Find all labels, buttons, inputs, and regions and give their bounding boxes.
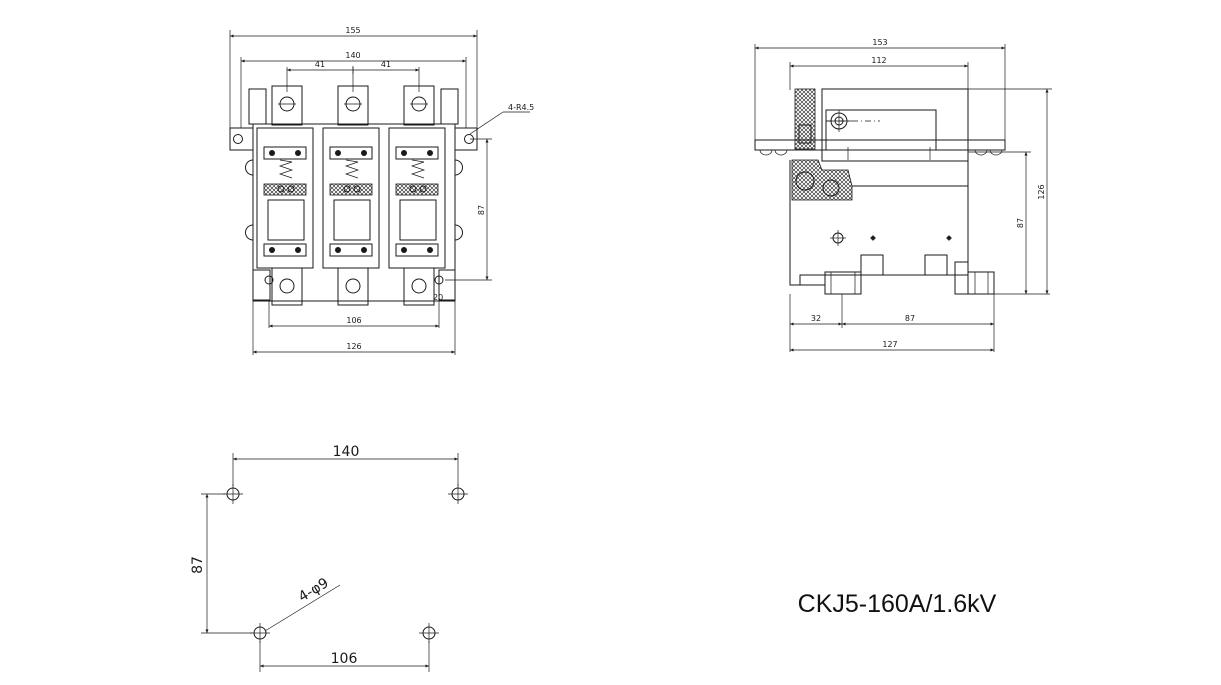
mount-hole-top-left (223, 484, 243, 504)
dim-mount-height-side: 87 (1016, 218, 1025, 228)
front-view: 155 140 41 41 4-R4.5 (229, 26, 534, 355)
dim-tab: 20 (433, 293, 443, 302)
dim-base-width: 127 (882, 340, 897, 349)
dim-overall-height-side: 126 (1037, 184, 1046, 199)
dim-body-width: 126 (346, 342, 361, 351)
dim-mount-width: 140 (345, 51, 360, 60)
pole-3 (388, 85, 446, 306)
pole-2 (322, 85, 380, 306)
dim-coil-width: 112 (871, 56, 886, 65)
dim-top-width: 153 (872, 38, 887, 47)
dim-bottom-pitch-holes: 106 (331, 651, 358, 667)
dim-bottom-pitch-front: 106 (346, 316, 361, 325)
dim-offset: 32 (811, 314, 821, 323)
dim-pitch-left: 41 (315, 60, 325, 69)
dim-height-holes: 87 (190, 556, 206, 574)
dim-overall-width: 155 (345, 26, 360, 35)
dim-mount-height-front: 87 (477, 205, 486, 215)
mount-hole-bottom-right (419, 623, 439, 643)
dim-hole-note-front: 4-R4.5 (508, 103, 534, 112)
side-view: 153 112 (754, 38, 1052, 352)
dim-pitch-right: 41 (381, 60, 391, 69)
mount-hole-bottom-left (250, 623, 270, 643)
model-label: CKJ5-160A/1.6kV (798, 590, 997, 618)
pole-1 (256, 85, 314, 306)
mount-hole-top-right (448, 484, 468, 504)
hole-pattern: 140 87 4-φ9 106 (190, 444, 468, 672)
dim-mount-pitch-side: 87 (905, 314, 915, 323)
dim-top-pitch-holes: 140 (333, 444, 360, 460)
